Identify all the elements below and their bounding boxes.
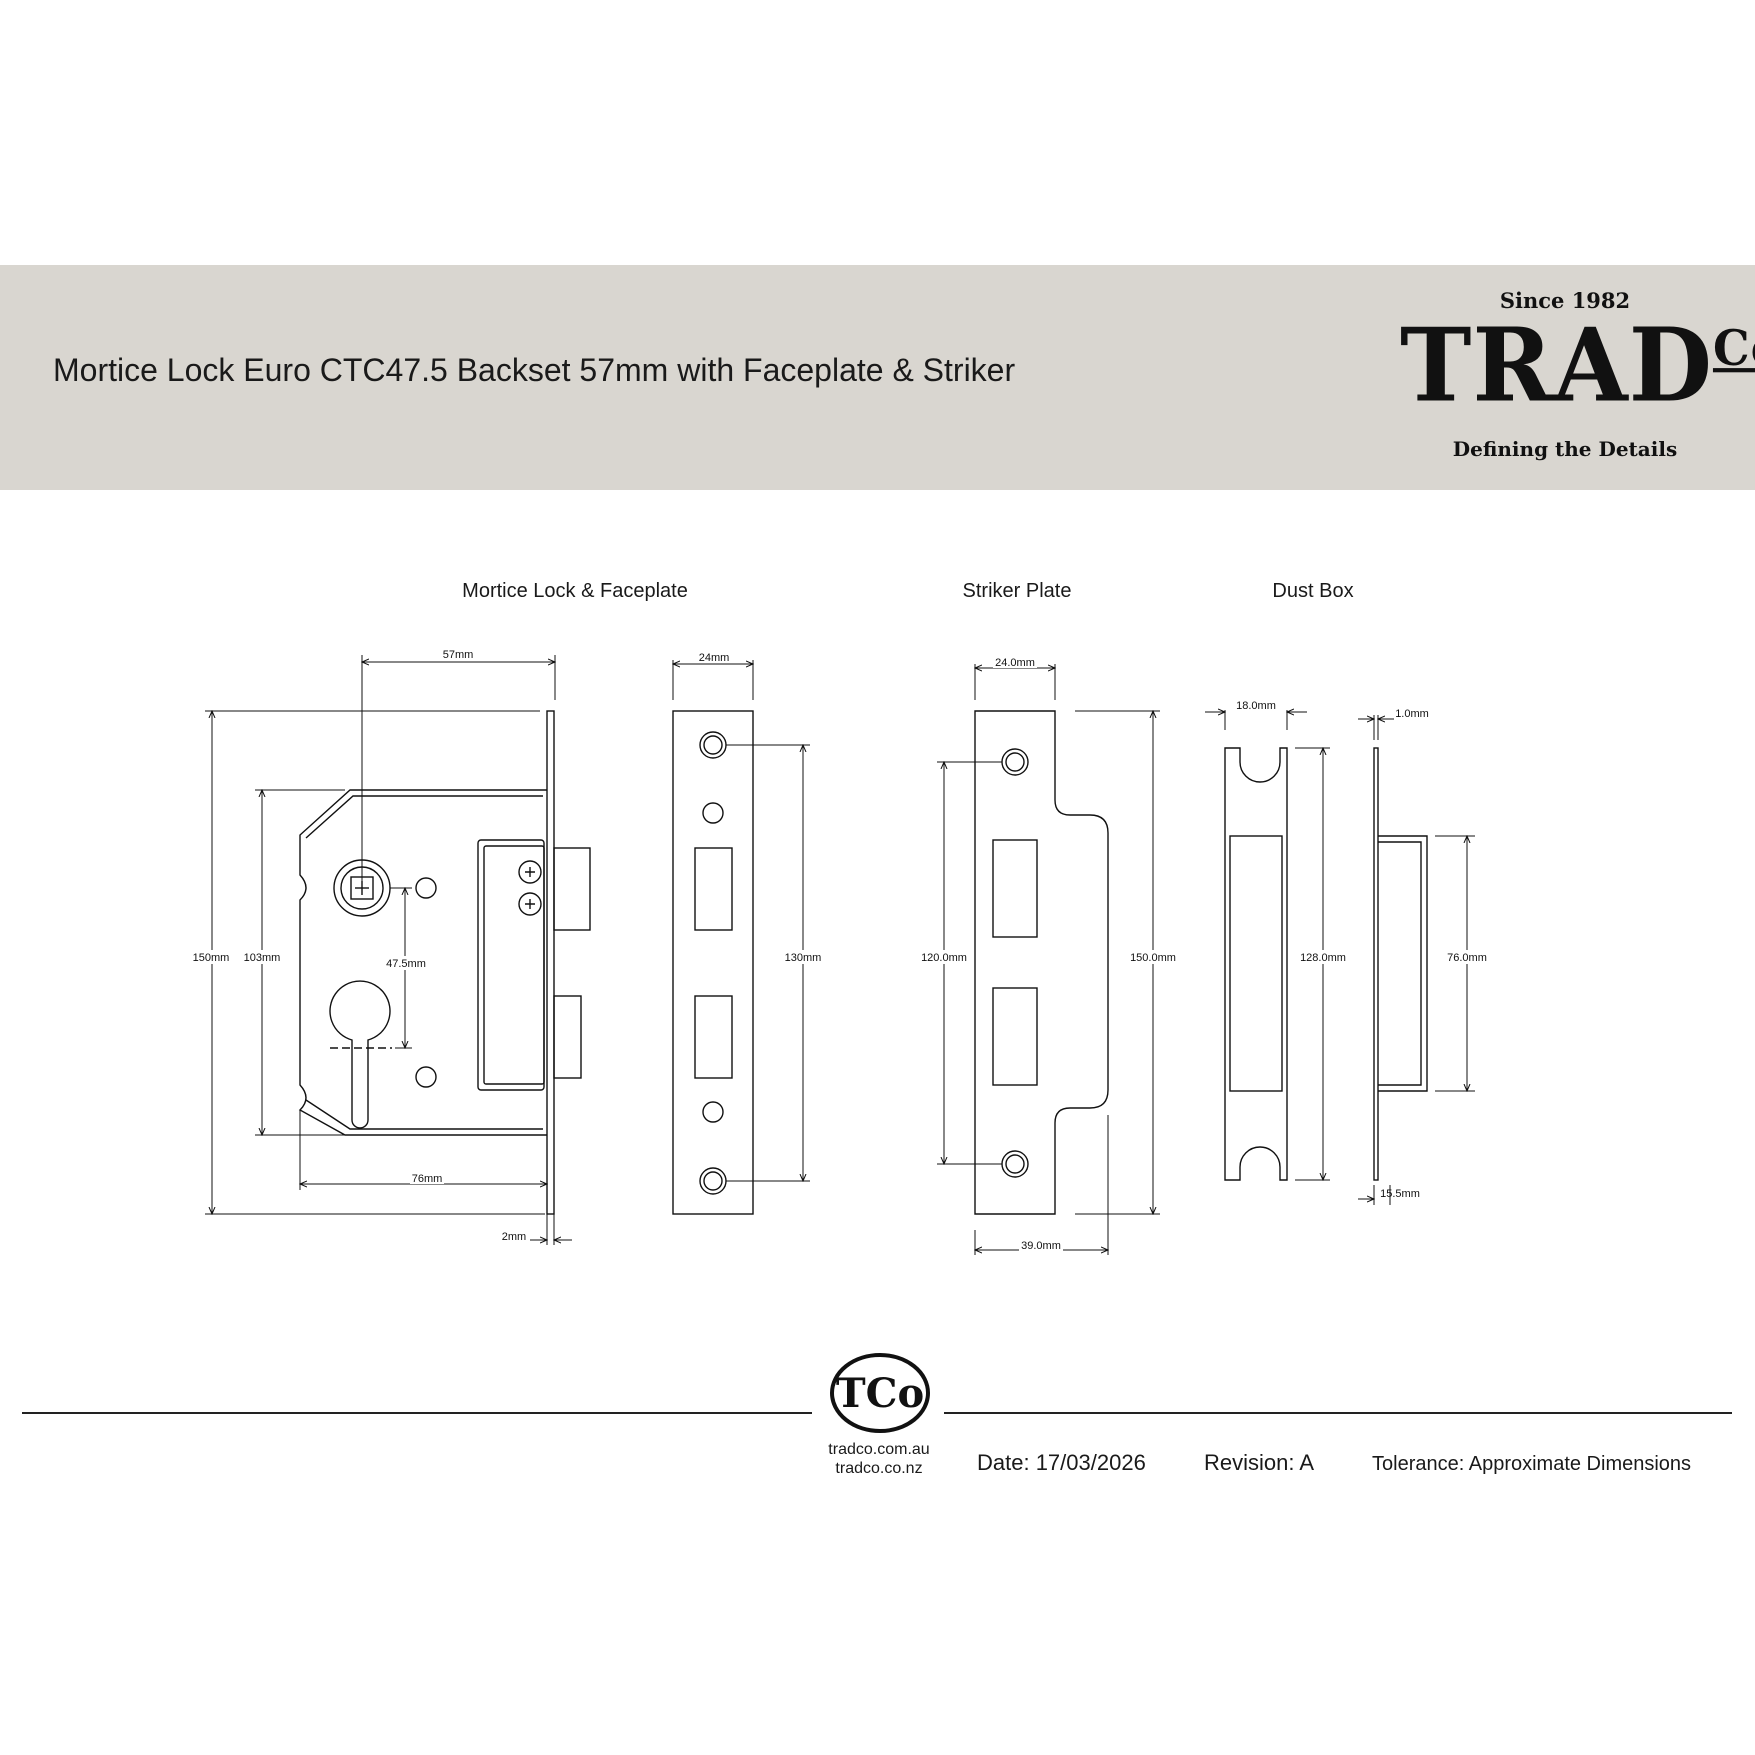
striker-bolt-slot <box>992 839 1038 938</box>
section-label-mortice: Mortice Lock & Faceplate <box>462 580 688 602</box>
site-nz: tradco.co.nz <box>835 1460 923 1477</box>
dim-lock-height: 150mm <box>193 952 230 964</box>
dim-ctc: 47.5mm <box>386 958 426 970</box>
dim-dustbox-flange: 1.0mm <box>1395 708 1429 720</box>
faceplate-outline <box>672 710 754 1215</box>
dimension-labels: 57mm 150mm 103mm 47.5mm 76mm 2mm 24mm 13… <box>192 648 1490 1252</box>
lock-latch <box>553 995 582 1079</box>
dim-dustbox-box-height: 76.0mm <box>1447 952 1487 964</box>
dust-box-opening <box>1229 835 1283 1092</box>
brand-wordmark-co: Co <box>1712 319 1755 377</box>
header-banner <box>0 265 1755 490</box>
lock-deadbolt <box>553 847 591 931</box>
dim-faceplate-width: 24mm <box>699 652 730 664</box>
dust-box-front <box>1224 747 1288 1181</box>
tradco-logo: Since 1982 TRADCo Defining the Details <box>1400 280 1755 480</box>
dust-box-outline <box>1224 747 1288 1181</box>
lock-fixing-hole-top <box>415 877 437 899</box>
dim-backset: 57mm <box>443 649 474 661</box>
lock-euro-cylinder <box>329 980 391 1129</box>
footer-rule-left <box>22 1412 812 1414</box>
lock-case <box>298 789 547 1136</box>
document-title: Mortice Lock Euro CTC47.5 Backset 57mm w… <box>53 352 1016 388</box>
dim-case-height: 103mm <box>244 952 281 964</box>
lock-screw <box>518 860 542 884</box>
striker-plate <box>974 710 1109 1215</box>
dim-striker-fixings: 120.0mm <box>921 952 967 964</box>
drawing-date: Date: 17/03/2026 <box>977 1450 1146 1475</box>
mortice-lock-body <box>298 710 591 1215</box>
dim-dustbox-depth: 15.5mm <box>1380 1188 1420 1200</box>
striker-dimensions <box>937 664 1160 1255</box>
site-au: tradco.com.au <box>828 1441 930 1458</box>
section-label-dustbox: Dust Box <box>1272 580 1354 602</box>
lock-fixing-hole-bottom <box>415 1066 437 1088</box>
striker-latch-slot <box>992 987 1038 1086</box>
dust-box-flange <box>1373 747 1379 1181</box>
faceplate <box>672 710 754 1215</box>
dim-striker-width: 24.0mm <box>995 657 1035 669</box>
drawing-tolerance: Tolerance: Approximate Dimensions <box>1372 1453 1692 1475</box>
dim-dustbox-height: 128.0mm <box>1300 952 1346 964</box>
dust-box-side <box>1373 747 1428 1181</box>
footer-rule-right <box>944 1412 1732 1414</box>
lock-bolt-housing <box>477 839 545 1091</box>
brand-wordmark: TRADCo <box>1400 315 1755 417</box>
brand-wordmark-main: TRAD <box>1400 306 1713 425</box>
dim-forend-thickness: 2mm <box>502 1231 526 1243</box>
faceplate-hole <box>702 1101 724 1123</box>
dim-striker-depth: 39.0mm <box>1021 1240 1061 1252</box>
dim-case-depth: 76mm <box>412 1173 443 1185</box>
lock-screw <box>518 892 542 916</box>
dim-faceplate-fixings: 130mm <box>785 952 822 964</box>
striker-outline <box>974 710 1109 1215</box>
lock-forend <box>546 710 555 1215</box>
dim-dustbox-width: 18.0mm <box>1236 700 1276 712</box>
section-label-striker: Striker Plate <box>962 580 1072 602</box>
faceplate-latch-slot <box>694 995 733 1079</box>
brand-tagline: Defining the Details <box>1452 437 1678 461</box>
dim-striker-height: 150.0mm <box>1130 952 1176 964</box>
tco-logo-text: TCo <box>836 1370 924 1417</box>
faceplate-hole <box>702 802 724 824</box>
drawing-revision: Revision: A <box>1204 1450 1315 1475</box>
faceplate-bolt-slot <box>694 847 733 931</box>
faceplate-dimensions <box>673 660 810 1181</box>
tco-logo: TCo <box>830 1353 930 1433</box>
brand-since: Since 1982 <box>1499 288 1631 313</box>
dust-box-depth <box>1378 835 1428 1092</box>
